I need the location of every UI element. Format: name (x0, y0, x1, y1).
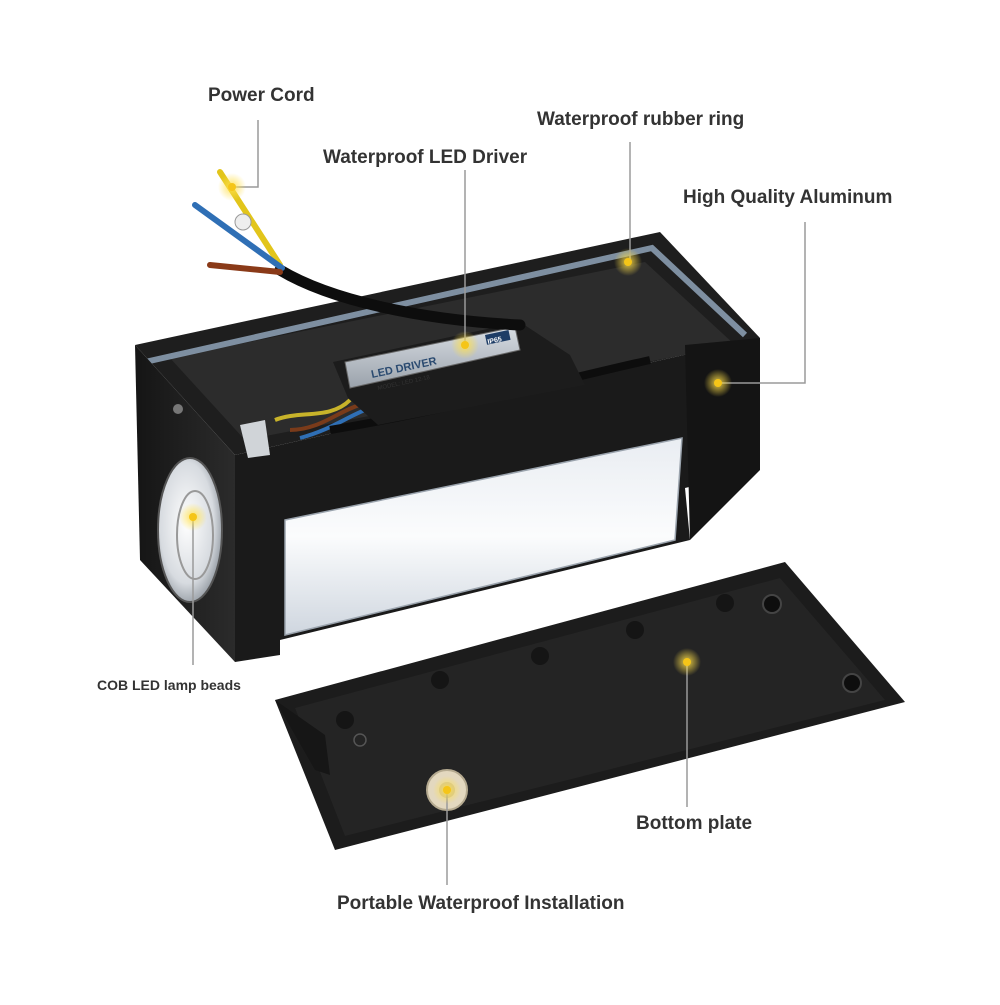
plate-boss-5 (336, 711, 354, 729)
inner-wire-blue (299, 408, 366, 440)
bottom-plate (275, 562, 905, 850)
rubber-ring (144, 244, 748, 365)
cord-ground-tag (234, 213, 252, 231)
label-rubber-ring: Waterproof rubber ring (537, 109, 745, 130)
plate-ground-symbol (353, 733, 367, 747)
plate-screw-hole-2 (842, 673, 862, 693)
inner-bracket (240, 420, 270, 458)
cob-lens-inner (176, 490, 214, 580)
plate-screw-hole-1 (762, 594, 782, 614)
light-diffuser (284, 437, 683, 636)
marker-rubber-ring (624, 258, 632, 266)
wire-brown (207, 262, 283, 275)
wire-blue (192, 202, 285, 271)
label-cob-led: COB LED lamp beads (97, 677, 241, 693)
marker-power-cord (228, 183, 236, 191)
leader-lines (192, 120, 806, 885)
marker-aluminum (714, 379, 722, 387)
label-led-driver: Waterproof LED Driver (323, 147, 528, 168)
label-bottom-plate: Bottom plate (636, 813, 753, 834)
led-driver-body (333, 322, 585, 425)
label-aluminum: High Quality Aluminum (683, 187, 893, 208)
marker-cob-led (189, 513, 197, 521)
plate-boss-4 (716, 594, 734, 612)
driver-ip-badge (484, 330, 511, 345)
callout-markers (179, 173, 732, 804)
plate-boss-2 (531, 647, 549, 665)
driver-ip-text: IP65 (487, 336, 503, 346)
ground-wire (274, 398, 352, 422)
plate-boss-1 (431, 671, 449, 689)
bottom-plate-tab (275, 700, 330, 775)
housing-screw (173, 404, 183, 414)
label-power-cord: Power Cord (208, 85, 315, 106)
marker-bottom-plate (683, 658, 691, 666)
inner-wire-brown (289, 403, 361, 432)
housing-right-face (685, 338, 760, 540)
label-installation: Portable Waterproof Installation (337, 893, 625, 914)
leader-aluminum (720, 222, 806, 384)
power-cord-cable (274, 264, 526, 331)
marker-installation (443, 786, 451, 794)
plate-boss-3 (626, 621, 644, 639)
marker-led-driver (461, 341, 469, 349)
